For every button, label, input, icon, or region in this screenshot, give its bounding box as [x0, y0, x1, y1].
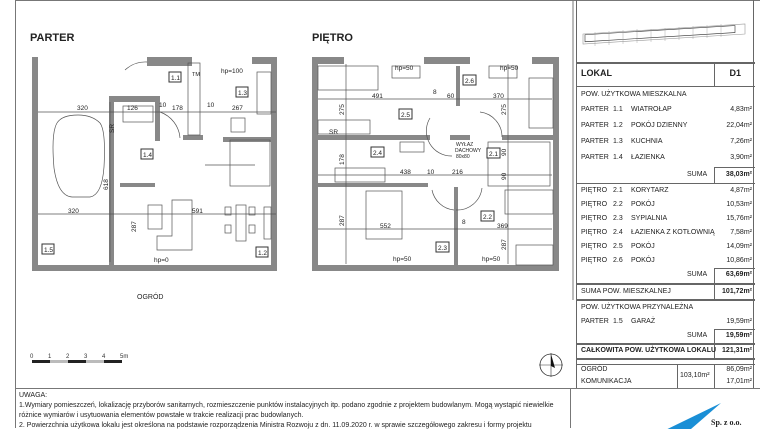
upper-floor-title: PIĘTRO: [312, 32, 353, 44]
dimension: 178: [172, 105, 183, 112]
dimension: 126: [127, 105, 138, 112]
dimension: 275: [339, 104, 346, 115]
notes-heading: UWAGA:: [19, 392, 48, 399]
note-line: 2. Powierzchnia użytkowa lokalu jest okr…: [19, 422, 532, 429]
scale-tick: 4: [102, 354, 106, 360]
dimension: 369: [497, 223, 508, 230]
scale-tick: 1: [48, 354, 52, 360]
room-number: 1.4: [143, 152, 152, 159]
logo-area: Sp. z o.o.: [570, 388, 760, 429]
company-name: Sp. z o.o.: [711, 418, 742, 427]
sill-height-label: hp=100: [221, 68, 243, 75]
scale-tick: 0: [30, 354, 34, 360]
dimension: 8: [433, 89, 437, 96]
scale-tick: 2: [66, 354, 70, 360]
dimension: 287: [501, 239, 508, 250]
dimension: 216: [452, 169, 463, 176]
upper-floor-plan: 2.1 2.2 2.3 2.4 2.5 2.6 491 8 60 370 275…: [312, 0, 574, 300]
roof-hatch-label: 80x80: [456, 154, 470, 160]
dimension: 267: [232, 105, 243, 112]
dimension: 90: [501, 172, 508, 180]
dimension: 8: [462, 219, 466, 226]
dimension: 90: [501, 148, 508, 156]
room-number: 1.2: [258, 250, 267, 257]
room-number: 2.6: [465, 78, 474, 85]
dimension: 320: [68, 208, 79, 215]
room-number: 2.2: [483, 214, 492, 221]
sr-label: SR: [109, 124, 116, 133]
scale-bar: 0 1 2 3 4 5m: [30, 354, 128, 363]
ground-floor-plan: 1.1 1.2 1.3 1.4 1.5 320 126 10 178 10 26…: [32, 57, 277, 271]
note-line: 1.Wymiary pomieszczeń, lokalizację przyb…: [19, 402, 554, 409]
dimension: 178: [339, 154, 346, 165]
dimension: 60: [447, 93, 455, 100]
tm-label: TM: [192, 72, 200, 78]
roof-hatch-label: DACHOWY: [455, 148, 482, 154]
section-aux-label: POW. UŻYTKOWA PRZYNALEŻNA: [581, 304, 694, 311]
room-number: 2.1: [489, 151, 498, 158]
note-line: różnice wymiarów i usytuowania elementów…: [19, 412, 304, 419]
section-living-label: POW. UŻYTKOWA MIESZKALNA: [581, 91, 687, 98]
ground-floor-title: PARTER: [30, 32, 75, 44]
sill-height-label: hp=0: [154, 257, 169, 264]
scale-tick: 5m: [120, 354, 128, 360]
room-number: 2.4: [373, 150, 382, 157]
sheet-frame: [15, 0, 760, 428]
notes: UWAGA: 1.Wymiary pomieszczeń, lokalizacj…: [15, 388, 570, 433]
dimension: 10: [159, 102, 167, 109]
scale-tick: 3: [84, 354, 88, 360]
dimension: 275: [501, 104, 508, 115]
dimension: 370: [493, 93, 504, 100]
dimension: 10: [427, 169, 435, 176]
garden-label: OGRÓD: [137, 294, 164, 301]
dimension: 287: [131, 221, 138, 232]
dimension: 552: [380, 223, 391, 230]
room-number: 1.3: [238, 90, 247, 97]
building-elevation-icon: [582, 23, 746, 46]
dimension: 591: [192, 208, 203, 215]
room-number: 2.3: [438, 245, 447, 252]
dimension: 287: [339, 215, 346, 226]
dimension: 10: [207, 102, 215, 109]
dimension: 320: [77, 105, 88, 112]
outdoor-total: 103,10m²: [680, 372, 710, 379]
room-number: 1.1: [171, 75, 180, 82]
sill-height-label: hp=50: [500, 65, 519, 72]
sill-height-label: hp=50: [393, 256, 412, 263]
company-logo-icon: [667, 403, 721, 429]
room-number: 2.5: [401, 112, 410, 119]
dimension: 618: [103, 179, 110, 190]
dimension: 491: [372, 93, 383, 100]
room-number: 1.5: [44, 247, 53, 254]
sr-label: SR: [329, 129, 338, 136]
roof-hatch-label: WYŁAZ: [456, 142, 473, 148]
sill-height-label: hp=50: [482, 256, 501, 263]
dimension: 438: [400, 169, 411, 176]
sill-height-label: hp=50: [395, 65, 414, 72]
north-arrow-icon: [539, 353, 563, 377]
